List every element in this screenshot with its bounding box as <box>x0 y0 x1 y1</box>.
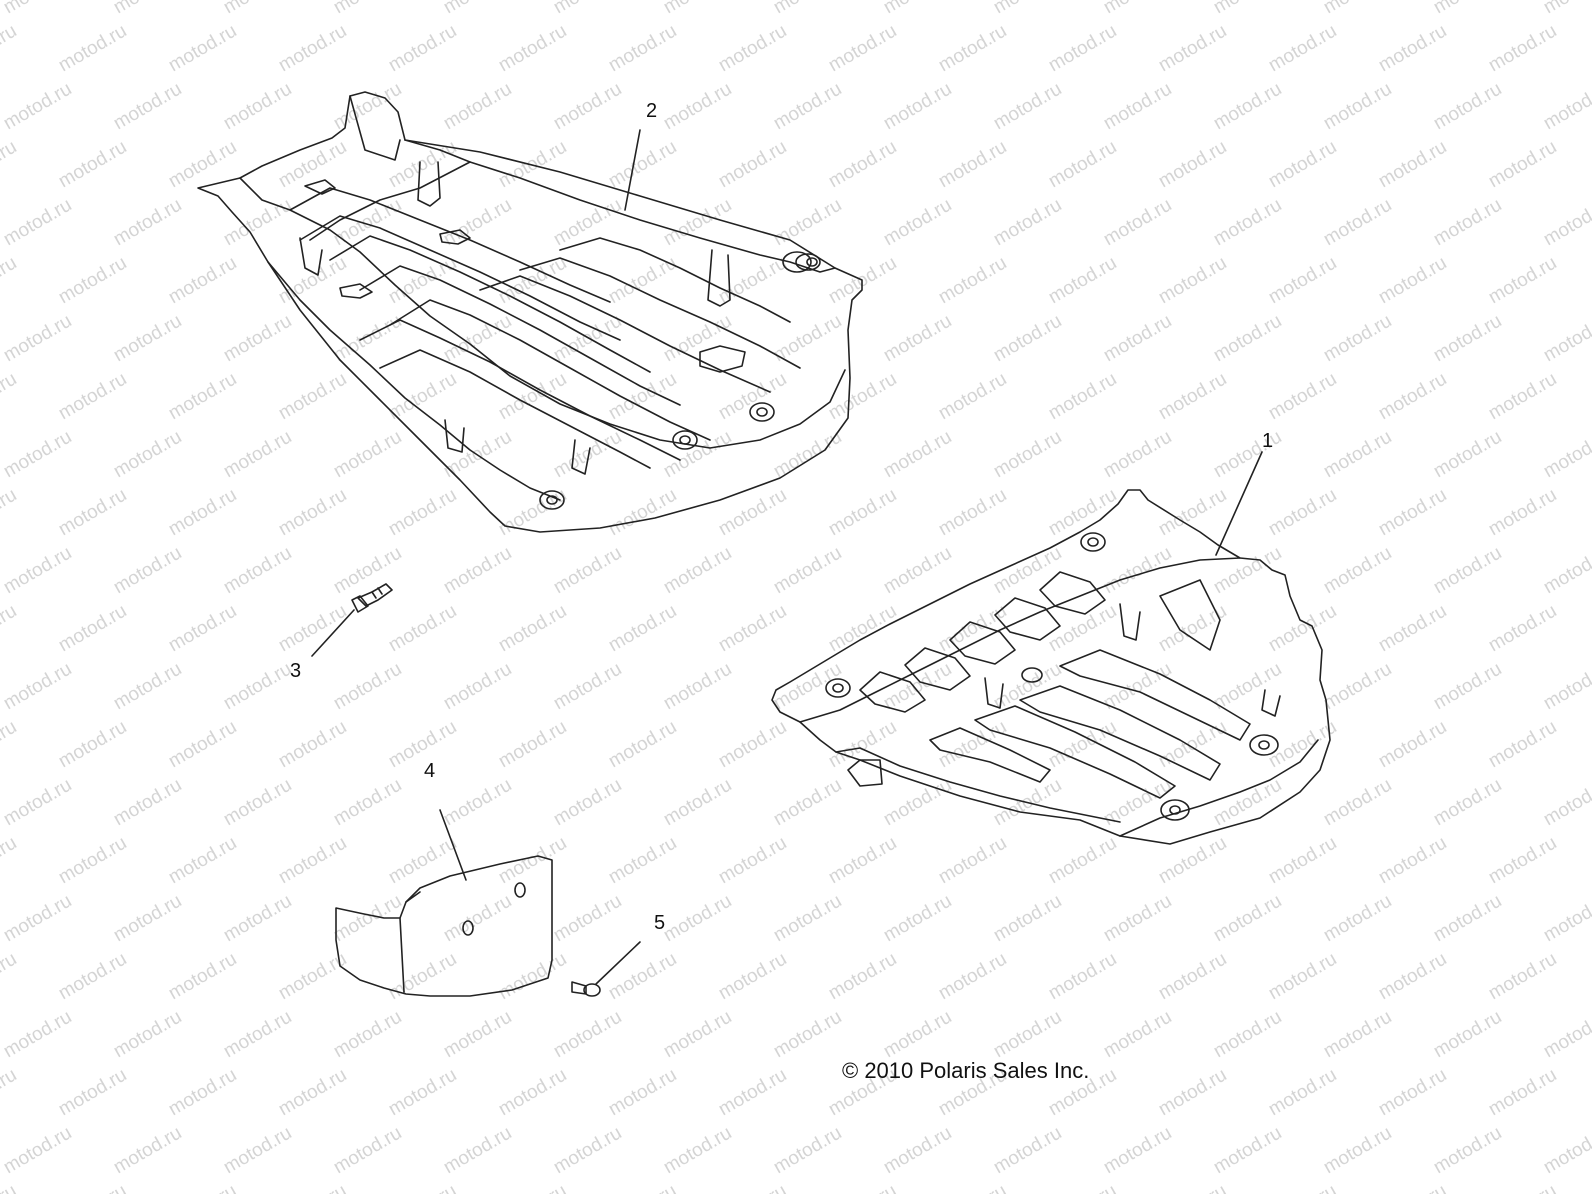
skid-plate-upper <box>197 91 863 533</box>
copyright-notice: © 2010 Polaris Sales Inc. <box>842 1058 1090 1083</box>
callout-2: 2 <box>646 100 658 122</box>
bracket-part-4 <box>335 809 553 997</box>
skid-plate-lower <box>771 451 1331 845</box>
callout-1: 1 <box>1262 430 1274 452</box>
callout-5: 5 <box>654 912 666 934</box>
callout-4: 4 <box>424 760 436 782</box>
bolt-part-3 <box>311 583 393 657</box>
screw-part-5 <box>571 941 641 997</box>
callout-3: 3 <box>290 660 302 682</box>
